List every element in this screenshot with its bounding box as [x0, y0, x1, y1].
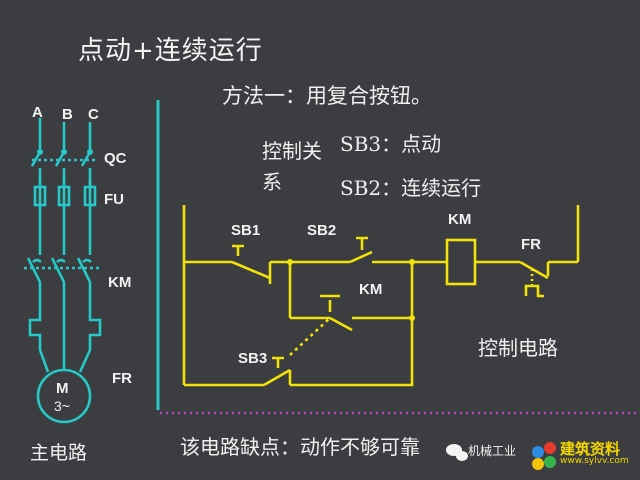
km-coil: [445, 238, 477, 286]
label-qc: QC: [104, 150, 127, 167]
sb3-contact: [263, 318, 414, 387]
label-sb3: SB3: [238, 350, 268, 367]
main-circuit: [24, 118, 102, 424]
relation-item-jog: SB3：点动: [340, 132, 442, 156]
label-km-aux: KM: [359, 281, 383, 298]
wechat-icon: [446, 444, 468, 461]
label-phase-b: B: [62, 106, 73, 123]
watermark-text: 机械工业: [468, 444, 517, 458]
caption-main-circuit: 主电路: [30, 442, 88, 464]
control-circuit: [182, 205, 580, 387]
relation-item-continuous: SB2：连续运行: [340, 176, 482, 200]
caption-defect: 该电路缺点：动作不够可靠: [180, 435, 420, 459]
label-phase-a: A: [32, 104, 43, 121]
km-aux-contact: [290, 262, 414, 332]
label-phase-c: C: [88, 106, 99, 123]
km-main-contact-b: [50, 257, 66, 290]
watermark-logo: [532, 442, 556, 470]
label-sb1: SB1: [231, 222, 261, 239]
label-km-coil: KM: [448, 211, 472, 228]
label-motor: M: [56, 380, 69, 397]
label-fu: FU: [104, 191, 124, 208]
label-fr-main: FR: [112, 370, 132, 387]
watermark-brand: 建筑资料: [560, 440, 621, 458]
sb2-contact: [290, 250, 420, 264]
motor-symbol: [36, 368, 92, 424]
km-main-contact-c: [76, 257, 92, 290]
caption-control-circuit: 控制电路: [478, 336, 558, 360]
km-main-contact-a: [26, 257, 42, 290]
method-heading: 方法一：用复合按钮。: [222, 84, 432, 108]
fr-contact: [519, 260, 578, 280]
relation-label: 控制关系: [262, 139, 322, 194]
label-fr-contact: FR: [521, 236, 541, 253]
label-km-main: KM: [108, 274, 132, 291]
watermark-url: www.sylvv.com: [560, 456, 629, 466]
sb1-contact: [231, 260, 272, 284]
fr-thermal: [28, 290, 102, 350]
label-sb2: SB2: [307, 222, 337, 239]
page-title: 点动+连续运行: [78, 36, 263, 66]
label-motor-phase: 3~: [54, 398, 70, 414]
